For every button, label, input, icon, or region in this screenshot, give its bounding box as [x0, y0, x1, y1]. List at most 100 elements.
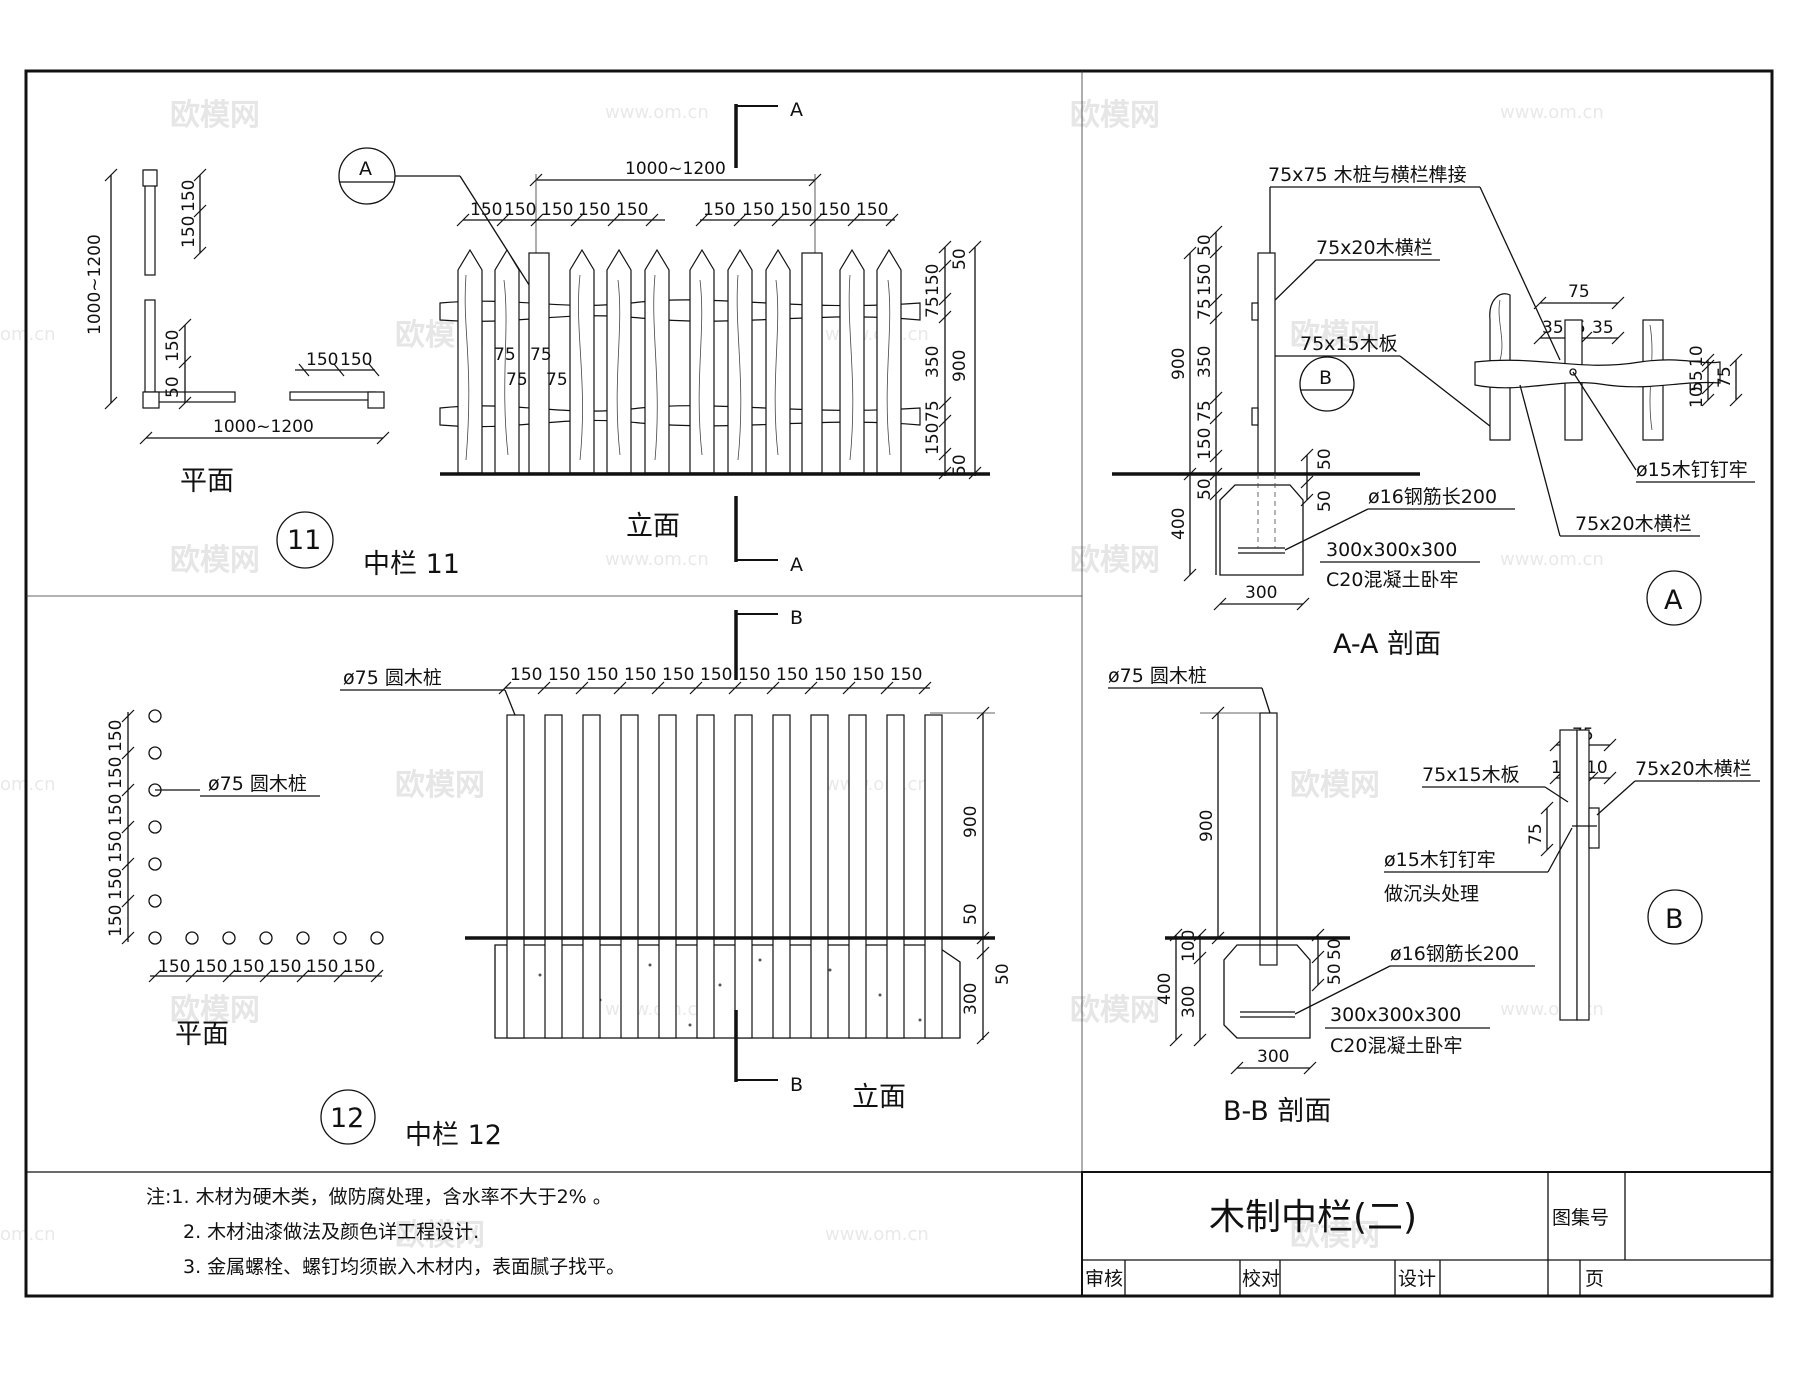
f12-elev-title: 立面: [852, 1082, 906, 1113]
aa-d50a: 50: [1195, 234, 1215, 256]
f12-plan-post-label: ø75 圆木桩: [208, 773, 307, 795]
title-block: 木制中栏(二) 图集号 审核 校对 设计 页: [1081, 1171, 1773, 1297]
f11-picket: [765, 248, 791, 474]
f12-post: [506, 714, 525, 1039]
f11-r-d75a: 75: [923, 296, 943, 318]
aa-d150a: 150: [1195, 264, 1215, 296]
aa-d50b: 50: [1195, 478, 1215, 500]
f12-e-150-6: 150: [700, 665, 732, 685]
aa-rail-lower: [1251, 407, 1259, 426]
f11-plan-post: [142, 391, 160, 409]
f12-e-150-4: 150: [624, 665, 656, 685]
f11-plan-span-v: 1000~1200: [85, 234, 105, 335]
fence11-plan: 1000~1200 150 150 150 50 150 150 1000~12…: [85, 168, 390, 497]
watermark-url: www.om.cn: [825, 774, 929, 795]
f12-e-150-3: 150: [586, 665, 618, 685]
aa-label-board: 75x15木板: [1300, 333, 1398, 355]
f12-e-d50a: 50: [961, 903, 981, 925]
fence12-elevation: B ø75 圆木桩 150 150 150 150 150 150 150 15…: [320, 607, 1013, 1151]
f12-p-h150a: 150: [158, 957, 190, 977]
sheet-frame: [24, 69, 1774, 1298]
aa-post: [1257, 252, 1276, 474]
bb-d300a: 300: [1179, 986, 1199, 1018]
f12-post: [696, 714, 715, 1039]
f12-plan-post: [148, 857, 162, 871]
f12-posts: [506, 714, 943, 1039]
bb-label-block: 300x300x300: [1330, 1004, 1461, 1026]
da-d10b: 10: [1687, 386, 1707, 408]
section-aa: 75x75 木桩与横栏榫接 75x20木横栏 75x15木板 B ø16钢筋长2…: [1112, 164, 1561, 660]
watermark-url: www.om.cn: [825, 1224, 929, 1245]
f11-e-d150-2: 150: [504, 200, 536, 220]
f12-post: [582, 714, 601, 1039]
sheet-title: 木制中栏(二): [1209, 1197, 1417, 1238]
f11-e-d75b: 75: [530, 345, 552, 365]
f12-plan-post: [185, 931, 199, 945]
design-label: 设计: [1398, 1268, 1436, 1290]
f12-detail-no: 12: [330, 1103, 364, 1134]
da-d35b: 35: [1592, 318, 1614, 338]
aa-label-concrete: C20混凝土卧牢: [1326, 569, 1458, 591]
f11-plan-d150c: 150: [163, 330, 183, 362]
fence12-plan: 150 150 150 150 150 150 ø75 圆木桩 150 150 …: [106, 709, 384, 1050]
da-label-rail: 75x20木横栏: [1575, 513, 1692, 535]
f12-post: [886, 714, 905, 1039]
db-label-nail: ø15木钉钉牢: [1384, 849, 1496, 871]
f12-plan-post: [148, 820, 162, 834]
f11-r-d150a: 150: [923, 264, 943, 296]
aa-label-block: 300x300x300: [1326, 539, 1457, 561]
review-label: 审核: [1085, 1268, 1123, 1290]
f11-plan-title: 平面: [180, 466, 234, 497]
f12-e-150-1: 150: [510, 665, 542, 685]
watermark-brand: 欧模网: [1070, 543, 1160, 578]
f11-detail-no: 11: [287, 525, 321, 556]
watermark-brand: 欧模网: [170, 543, 260, 578]
bb-concrete-block: [1223, 944, 1311, 1039]
aa-concrete-block: [1219, 484, 1304, 576]
db-callout-circle: [1647, 889, 1703, 945]
f12-plan-posts-vertical: [148, 709, 162, 945]
f11-elev-span: 1000~1200: [625, 159, 726, 179]
f12-plan-post: [333, 931, 347, 945]
f11-e-d150-1: 150: [470, 200, 502, 220]
f12-elev-post-label: ø75 圆木桩: [343, 667, 442, 689]
aa-d350: 350: [1195, 346, 1215, 378]
f12-section-b-bottom: B: [790, 1074, 803, 1096]
db-label-board: 75x15木板: [1422, 764, 1520, 786]
da-d75: 75: [1568, 282, 1590, 302]
f12-p-v150b: 150: [106, 757, 126, 789]
bb-d400: 400: [1155, 973, 1175, 1005]
f12-e-150-8: 150: [776, 665, 808, 685]
f12-detail-circle: [320, 1089, 376, 1145]
db-d75b: 75: [1526, 823, 1546, 845]
f12-e-d300: 300: [961, 983, 981, 1015]
bb-d100: 100: [1179, 930, 1199, 962]
f12-p-v150a: 150: [106, 720, 126, 752]
f12-top-ticks: [498, 681, 932, 695]
da-nail: [1569, 368, 1577, 376]
watermark-brand: 欧模网: [170, 98, 260, 133]
f11-elev-dim-ticks-right: [695, 213, 899, 227]
f11-r-d50a: 50: [950, 248, 970, 270]
db-label-countersink: 做沉头处理: [1384, 883, 1479, 905]
f12-post: [620, 714, 639, 1039]
f12-post: [924, 714, 943, 1039]
aa-label-post-joint: 75x75 木桩与横栏榫接: [1268, 164, 1467, 186]
f11-section-a-bottom: A: [790, 554, 803, 576]
f12-p-v150f: 150: [106, 905, 126, 937]
f12-e-150-7: 150: [738, 665, 770, 685]
f12-plan-post: [259, 931, 273, 945]
f12-p-v150e: 150: [106, 868, 126, 900]
watermark-url: www.om.cn: [605, 549, 709, 570]
bb-d50a: 50: [1325, 938, 1345, 960]
notes: 注:1. 木材为硬木类，做防腐处理，含水率不大于2% 。 2. 木材油漆做法及颜…: [146, 1186, 625, 1278]
f11-plan-d150a: 150: [179, 180, 199, 212]
page-label: 页: [1585, 1268, 1604, 1290]
f11-plan-d150e: 150: [340, 350, 372, 370]
bb-label-post: ø75 圆木桩: [1108, 665, 1207, 687]
f11-plan-d150d: 150: [306, 350, 338, 370]
f12-p-h150c: 150: [232, 957, 264, 977]
aa-d150b: 150: [1195, 428, 1215, 460]
watermark-brand: 欧模网: [1290, 318, 1380, 353]
f11-plan-board: [144, 299, 156, 401]
